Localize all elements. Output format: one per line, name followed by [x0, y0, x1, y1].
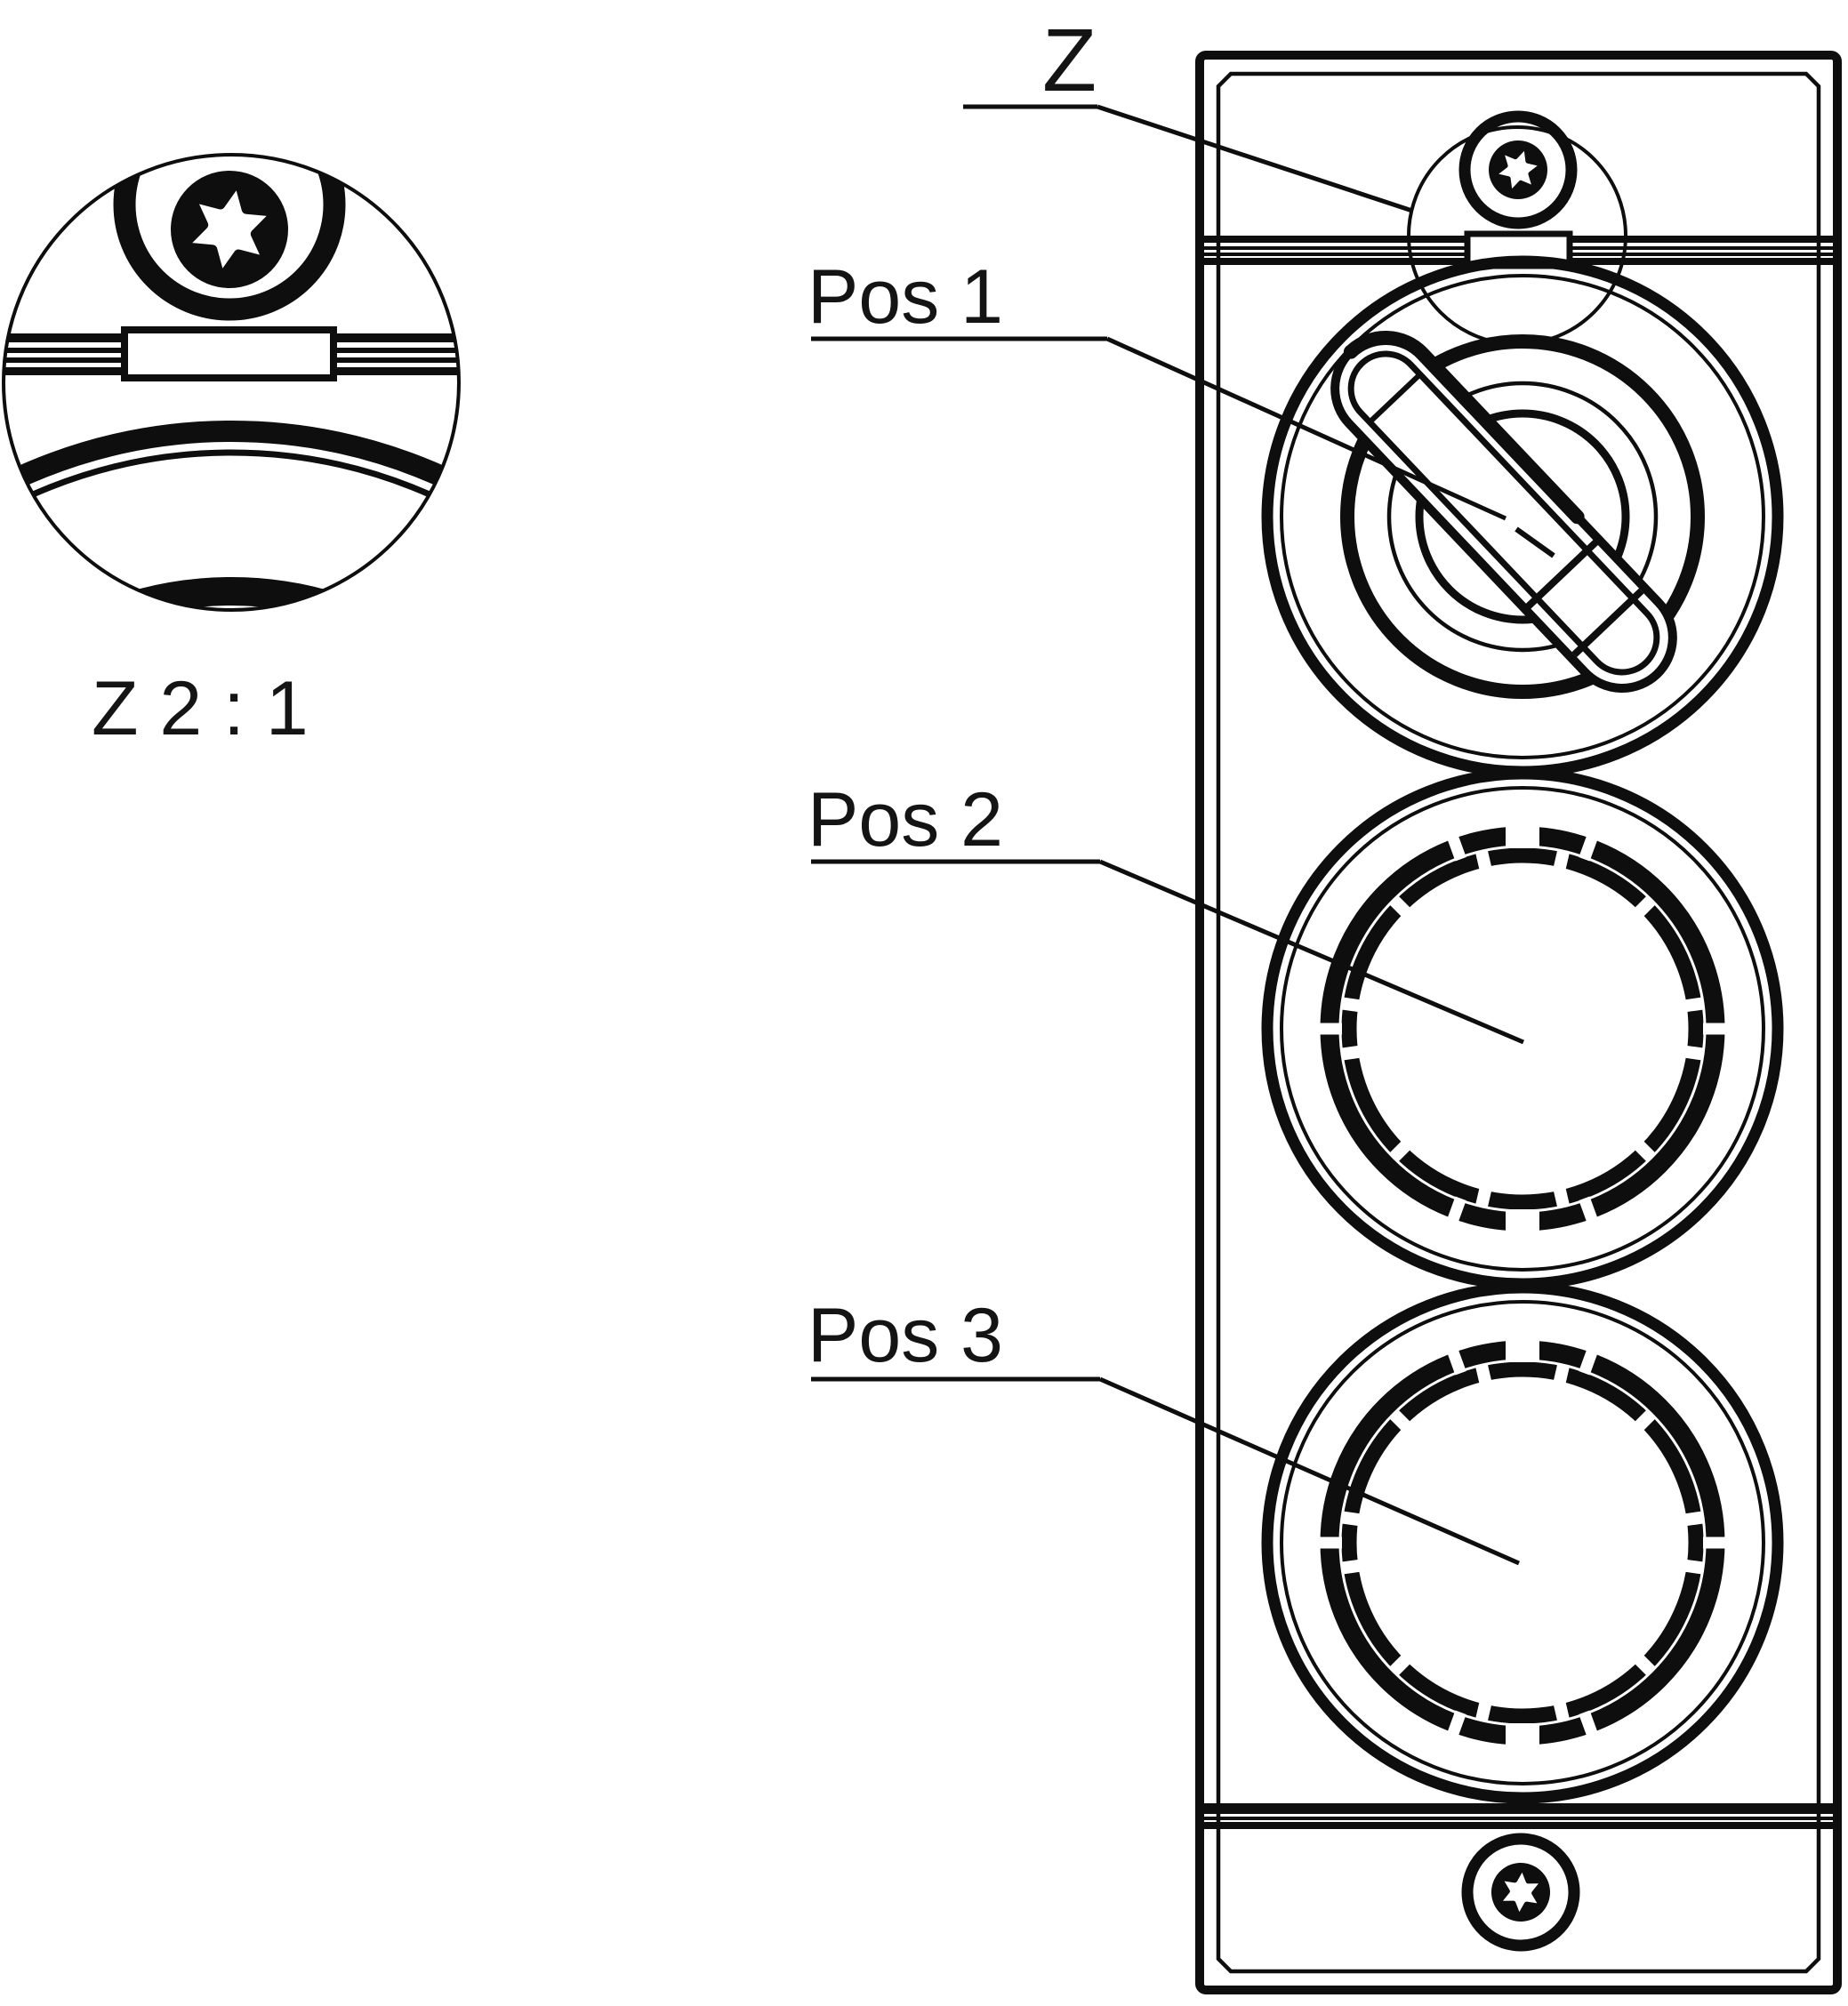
- detail-boundary-circle: [2, 153, 461, 612]
- detail-seam-band: [4, 326, 459, 381]
- pos1-knob-housing: [1340, 334, 1705, 699]
- pos1-lever-handle: [1330, 331, 1677, 693]
- panel-bottom-seam: [1204, 1803, 1833, 1829]
- pos1-rotary-switch: [1267, 261, 1778, 772]
- callout-pos2-leader: [1099, 859, 1524, 1045]
- pos1-knob-base-outer: [1386, 381, 1659, 653]
- callout-pos1-leader: [1105, 336, 1507, 521]
- pos1-knob-base-inner: [1415, 409, 1630, 624]
- callout-pos3-leader: [1098, 1376, 1521, 1566]
- callout-label-z: Z: [1042, 11, 1097, 110]
- detail-view-content: [4, 155, 459, 610]
- callout-label-pos1: Pos 1: [807, 254, 1003, 340]
- callout-label-pos2: Pos 2: [807, 777, 1003, 863]
- detail-latch-window: [121, 326, 337, 381]
- panel-inner-chamfer-line: [1216, 71, 1821, 1974]
- pos1-lever-contour-tick: [1515, 526, 1555, 558]
- panel-front-view: [1195, 51, 1842, 1994]
- detail-view-z: Z 2 : 1: [2, 153, 461, 751]
- detail-bezel-arc-thick: [4, 421, 459, 610]
- callout-label-pos3: Pos 3: [807, 1293, 1003, 1378]
- leader-lines: [811, 104, 1524, 1566]
- detail-scale-label: Z 2 : 1: [92, 666, 309, 751]
- callout-z-leader: [1097, 104, 1413, 213]
- detail-housing-arc: [4, 577, 459, 610]
- detail-bezel-arc-thin: [4, 449, 459, 610]
